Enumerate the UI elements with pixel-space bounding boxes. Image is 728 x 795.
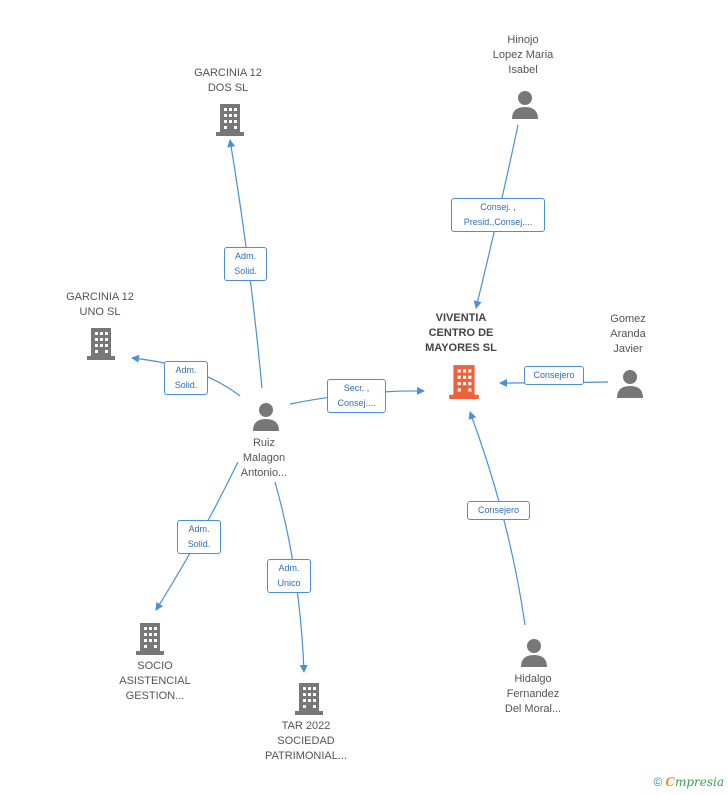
building-icon[interactable] <box>86 326 116 360</box>
edge-label-ruiz-garcinia-dos[interactable]: Adm. Solid. <box>224 247 267 281</box>
edge-label-ruiz-garcinia-uno[interactable]: Adm. Solid. <box>164 361 208 395</box>
node-label-ruiz[interactable]: Ruiz Malagon Antonio... <box>240 437 288 479</box>
node-label-hinojo[interactable]: Hinojo Lopez Maria Isabel <box>492 34 554 76</box>
node-label-gomez[interactable]: Gomez Aranda Javier <box>610 313 646 355</box>
person-icon[interactable] <box>252 401 280 431</box>
node-label-garcinia-uno[interactable]: GARCINIA 12 UNO SL <box>66 291 134 318</box>
edge-label-hinojo-viventia[interactable]: Consej. , Presid.,Consej.... <box>451 198 545 232</box>
node-label-viventia[interactable]: VIVENTIA CENTRO DE MAYORES SL <box>425 312 497 354</box>
edge-label-ruiz-socio[interactable]: Adm. Solid. <box>177 520 221 554</box>
edge-label-ruiz-tar2022[interactable]: Adm. Unico <box>267 559 311 593</box>
person-icon[interactable] <box>511 89 539 119</box>
brand-logo: Cmpresia <box>665 775 724 789</box>
edge-label-hidalgo-viventia[interactable]: Consejero <box>467 501 530 520</box>
copyright-symbol: © <box>653 775 663 789</box>
edge-label-gomez-viventia[interactable]: Consejero <box>524 366 584 385</box>
building-icon[interactable] <box>294 681 324 715</box>
person-icon[interactable] <box>616 368 644 398</box>
building-icon[interactable] <box>215 102 245 136</box>
building-icon-main[interactable] <box>448 363 480 399</box>
node-label-hidalgo[interactable]: Hidalgo Fernandez Del Moral... <box>504 673 562 715</box>
person-icon[interactable] <box>520 637 548 667</box>
building-icon[interactable] <box>135 621 165 655</box>
node-label-socio[interactable]: SOCIO ASISTENCIAL GESTION... <box>119 660 191 702</box>
edge-label-ruiz-viventia[interactable]: Secr. , Consej.... <box>327 379 386 413</box>
footer-brand: ©Cmpresia <box>654 775 724 789</box>
node-label-garcinia-dos[interactable]: GARCINIA 12 DOS SL <box>194 67 262 94</box>
node-label-tar2022[interactable]: TAR 2022 SOCIEDAD PATRIMONIAL... <box>264 720 348 762</box>
